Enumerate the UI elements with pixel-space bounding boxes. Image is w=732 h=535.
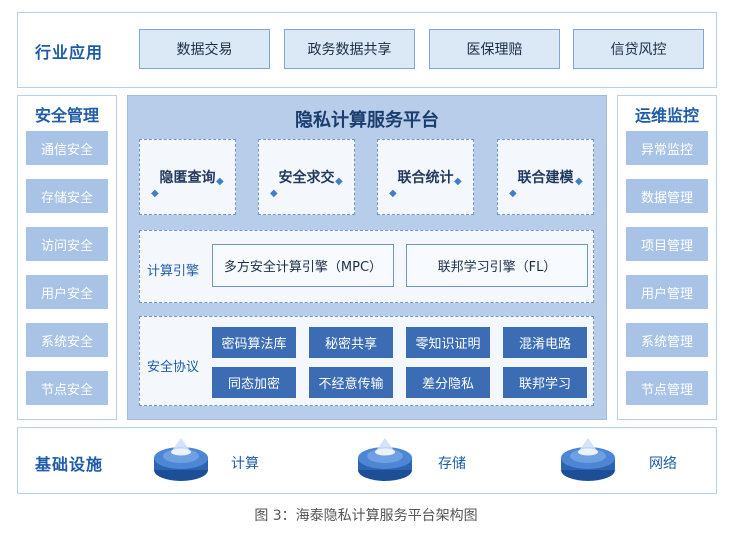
function-label: 安全求交 [278,170,335,186]
infra-label-compute: 计算 [231,456,259,472]
function-box-private-query: 隐匿查询 [139,139,236,215]
ops-item-node: 节点管理 [626,371,708,405]
engine-fl: 联邦学习引擎（FL） [406,244,588,287]
industry-item-credit-risk: 信贷风控 [573,29,704,69]
security-item-user: 用户安全 [26,275,108,309]
engine-label: 计算引擎 [147,264,200,279]
function-label: 联合建模 [517,170,574,186]
function-label: 联合统计 [397,170,454,186]
droplet-icon: ◆ [454,176,462,187]
security-item-storage: 存储安全 [26,179,108,213]
platform-title: 隐私计算服务平台 [295,110,439,131]
droplet-icon: ◆ [270,188,278,199]
protocol-garbled-circuit: 混淆电路 [503,327,587,358]
security-title: 安全管理 [34,106,99,125]
infra-title: 基础设施 [35,455,104,474]
security-item-access: 访问安全 [26,227,108,261]
industry-item-gov-data-sharing: 政务数据共享 [284,29,415,69]
function-box-psi: 安全求交 [258,139,355,215]
function-box-joint-modeling: 联合建模 [497,139,594,215]
droplet-icon: ◆ [509,188,517,199]
figure-caption: 图 3：海泰隐私计算服务平台架构图 [254,508,478,524]
droplet-icon: ◆ [335,176,343,187]
infra-label-storage: 存储 [438,456,466,472]
ops-item-project: 项目管理 [626,227,708,261]
protocol-label: 安全协议 [147,360,200,375]
protocol-crypto-library: 密码算法库 [212,327,296,358]
industry-title: 行业应用 [35,43,104,62]
protocol-oblivious-transfer: 不经意传输 [309,367,393,398]
droplet-icon: ◆ [151,188,159,199]
ops-item-data: 数据管理 [626,179,708,213]
industry-item-data-trade: 数据交易 [139,29,270,69]
security-item-system: 系统安全 [26,323,108,357]
droplet-icon: ◆ [216,176,224,187]
network-disk-icon [561,438,615,481]
ops-item-system: 系统管理 [626,323,708,357]
function-label: 隐匿查询 [159,170,216,186]
protocol-differential-privacy: 差分隐私 [406,367,490,398]
infra-label-network: 网络 [649,456,677,472]
compute-disk-icon [154,438,208,481]
ops-item-user: 用户管理 [626,275,708,309]
storage-disk-icon [358,438,412,481]
protocol-homomorphic: 同态加密 [212,367,296,398]
ops-item-anomaly: 异常监控 [626,131,708,165]
ops-title: 运维监控 [634,106,699,125]
protocol-zero-knowledge: 零知识证明 [406,327,490,358]
engine-mpc: 多方安全计算引擎（MPC） [212,244,394,287]
droplet-icon: ◆ [575,176,583,187]
security-item-communication: 通信安全 [26,131,108,165]
droplet-icon: ◆ [389,188,397,199]
protocol-secret-sharing: 秘密共享 [309,327,393,358]
industry-item-medical-claims: 医保理赔 [429,29,560,69]
security-item-node: 节点安全 [26,371,108,405]
protocol-federated-learning: 联邦学习 [503,367,587,398]
function-box-joint-statistics: 联合统计 [377,139,474,215]
